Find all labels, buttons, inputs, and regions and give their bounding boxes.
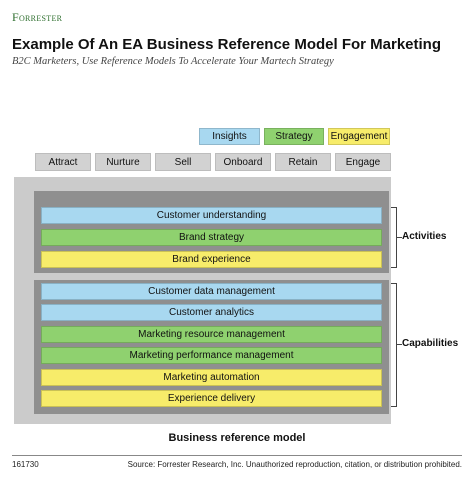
stage-retain: Retain [275,153,331,171]
source-note: Source: Forrester Research, Inc. Unautho… [127,460,462,469]
capability-bar: Marketing automation [41,369,382,386]
stage-attract: Attract [35,153,91,171]
legend-strategy: Strategy [264,128,324,145]
bar-label: Brand experience [172,254,251,265]
legend-engagement: Engagement [328,128,390,145]
stage-sell: Sell [155,153,211,171]
capabilities-brace-tick [397,344,402,345]
capability-bar: Experience delivery [41,390,382,407]
activity-bar: Brand strategy [41,229,382,246]
figure-title: Example Of An EA Business Reference Mode… [12,36,441,53]
stage-label: Attract [48,156,78,168]
bar-label: Brand strategy [178,232,245,243]
capability-bar: Marketing performance management [41,347,382,364]
capability-bar: Marketing resource management [41,326,382,343]
bar-label: Marketing automation [163,372,260,383]
stage-onboard: Onboard [215,153,271,171]
legend-insights: Insights [199,128,260,145]
figure-id: 161730 [12,460,39,469]
stage-label: Sell [174,156,192,168]
legend-engagement-label: Engagement [330,131,388,142]
activities-brace-tick [397,237,402,238]
bar-label: Marketing resource management [138,329,285,340]
bar-label: Marketing performance management [129,350,294,361]
activity-bar: Customer understanding [41,207,382,224]
activities-label: Activities [402,231,447,242]
bar-label: Customer data management [148,286,275,297]
bar-label: Customer understanding [156,210,267,221]
capabilities-brace [391,283,397,407]
stage-engage: Engage [335,153,391,171]
capabilities-label: Capabilities [402,338,459,349]
legend-insights-label: Insights [212,131,247,142]
stage-label: Nurture [106,156,140,168]
figure-subtitle: B2C Marketers, Use Reference Models To A… [12,56,334,67]
stage-label: Onboard [223,156,263,168]
activity-bar: Brand experience [41,251,382,268]
brand-name: Forrester [12,10,63,24]
forrester-logo: Forrester [12,10,62,25]
footer-divider [12,455,462,456]
stage-nurture: Nurture [95,153,151,171]
stage-label: Engage [345,156,381,168]
capability-bar: Customer analytics [41,304,382,321]
stage-label: Retain [288,156,318,168]
bar-label: Customer analytics [168,307,255,318]
bar-label: Experience delivery [167,393,256,404]
model-caption: Business reference model [168,432,306,444]
activities-brace [391,207,397,268]
capability-bar: Customer data management [41,283,382,300]
legend-strategy-label: Strategy [275,131,313,142]
